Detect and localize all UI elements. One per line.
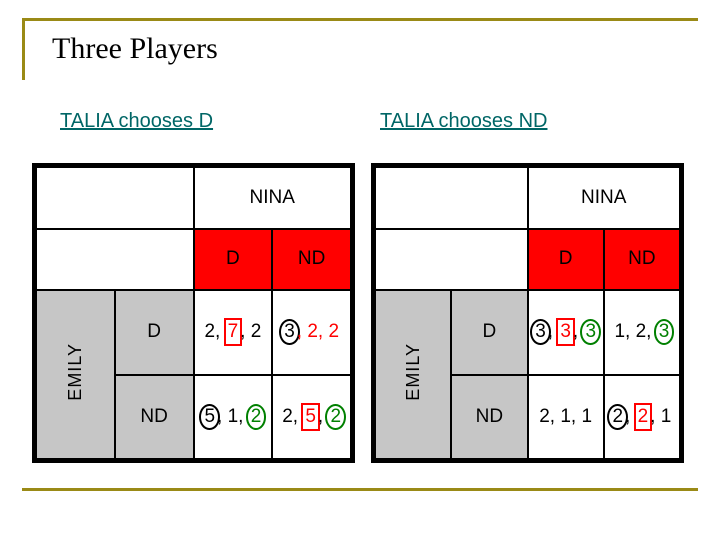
corner-cell-2 bbox=[374, 227, 529, 292]
left-rule bbox=[22, 18, 25, 80]
col-header-nd: ND bbox=[271, 227, 352, 292]
corner-cell bbox=[35, 166, 195, 230]
corner-cell bbox=[374, 166, 529, 230]
col-header-d: D bbox=[526, 227, 605, 292]
column-player-label: NINA bbox=[192, 166, 352, 230]
corner-cell-2 bbox=[35, 227, 195, 292]
cell-d-d: 2, 7, 2 bbox=[192, 289, 274, 376]
cell-nd-nd: 2, 2, 1 bbox=[602, 373, 682, 461]
cell-nd-nd: 2, 5, 2 bbox=[271, 373, 352, 461]
column-player-label: NINA bbox=[526, 166, 681, 230]
caption-left: TALIA chooses D bbox=[60, 110, 214, 132]
payoff-matrix-talia-nd: NINA D ND EMILY D 3, 3, 3 1, 2, 3 ND 2, … bbox=[371, 163, 684, 463]
row-header-d: D bbox=[113, 289, 195, 376]
col-header-nd: ND bbox=[602, 227, 682, 292]
payoff-matrix-talia-d: NINA D ND EMILY D 2, 7, 2 3, 2, 2 ND 5, … bbox=[32, 163, 355, 463]
cell-d-nd: 1, 2, 3 bbox=[602, 289, 682, 376]
row-player-label: EMILY bbox=[35, 289, 116, 460]
cell-nd-d: 2, 1, 1 bbox=[526, 373, 605, 461]
col-header-d: D bbox=[192, 227, 274, 292]
page-title: Three Players bbox=[52, 32, 218, 65]
cell-d-d: 3, 3, 3 bbox=[526, 289, 605, 376]
caption-right: TALIA chooses ND bbox=[380, 110, 548, 132]
row-header-nd: ND bbox=[113, 373, 195, 461]
row-player-label: EMILY bbox=[373, 289, 453, 460]
bottom-rule bbox=[22, 488, 698, 491]
top-rule bbox=[22, 18, 698, 21]
row-header-d: D bbox=[450, 289, 529, 376]
cell-nd-d: 5, 1, 2 bbox=[192, 373, 274, 461]
row-header-nd: ND bbox=[450, 373, 529, 461]
cell-d-nd: 3, 2, 2 bbox=[271, 289, 352, 376]
